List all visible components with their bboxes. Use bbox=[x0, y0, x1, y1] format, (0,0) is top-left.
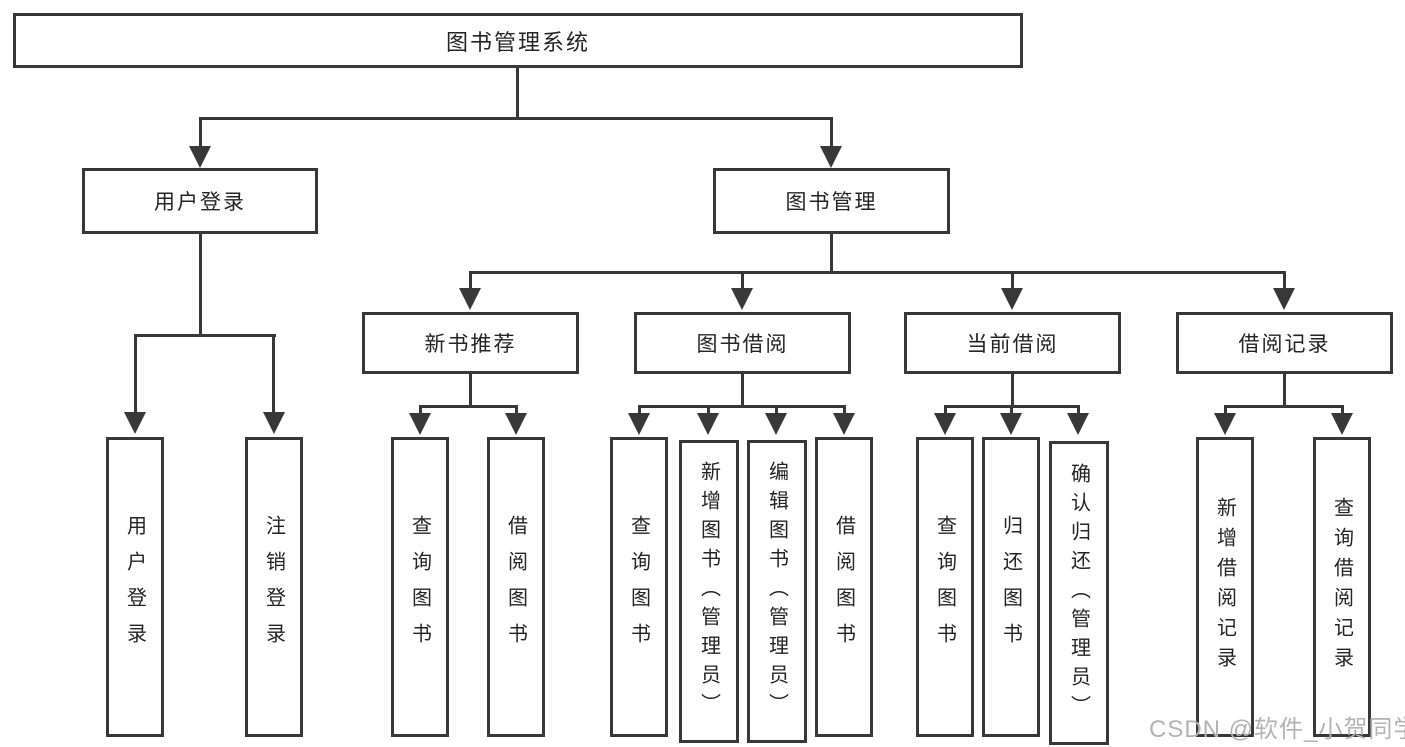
connector-shaft bbox=[1341, 405, 1344, 415]
connector-shaft bbox=[272, 334, 275, 415]
leaf-node-query-borrow-record: 查询借阅记录 bbox=[1313, 437, 1371, 737]
connector-shaft bbox=[707, 405, 710, 415]
arrowhead-icon bbox=[263, 412, 285, 434]
node-current-borrowing: 当前借阅 bbox=[904, 312, 1121, 374]
connector-shaft bbox=[1010, 405, 1013, 415]
leaf-node-user-login: 用户登录 bbox=[106, 437, 164, 737]
connector-shaft bbox=[741, 271, 744, 291]
branch-node-book-management: 图书管理 bbox=[713, 168, 950, 234]
node-borrowing-records: 借阅记录 bbox=[1176, 312, 1393, 374]
connector-bus bbox=[134, 334, 276, 337]
connector-shaft bbox=[1011, 271, 1014, 291]
node-new-book-recommendation: 新书推荐 bbox=[362, 312, 579, 374]
connector-shaft bbox=[515, 405, 518, 415]
branch-node-user-login: 用户登录 bbox=[82, 168, 318, 234]
leaf-node-query-books: 查询图书 bbox=[916, 437, 974, 737]
connector-shaft bbox=[944, 405, 947, 415]
connector-stem bbox=[1011, 372, 1014, 408]
connector-shaft bbox=[1283, 271, 1286, 291]
arrowhead-icon bbox=[505, 413, 527, 435]
connector-shaft bbox=[775, 405, 778, 415]
connector-shaft bbox=[469, 271, 472, 291]
arrowhead-icon bbox=[1331, 413, 1353, 435]
arrowhead-icon bbox=[409, 413, 431, 435]
connector-bus bbox=[1224, 405, 1344, 408]
connector-shaft bbox=[830, 117, 833, 148]
arrowhead-icon bbox=[189, 146, 211, 168]
arrowhead-icon bbox=[1001, 288, 1023, 310]
connector-shaft bbox=[199, 117, 202, 148]
leaf-node-logout: 注销登录 bbox=[245, 437, 303, 737]
arrowhead-icon bbox=[459, 288, 481, 310]
connector-bus bbox=[638, 405, 846, 408]
leaf-node-query-books: 查询图书 bbox=[391, 437, 449, 737]
arrowhead-icon bbox=[1214, 413, 1236, 435]
leaf-node-add-books-admin: 新增图书（管理员） bbox=[679, 440, 739, 743]
leaf-node-edit-books-admin: 编辑图书（管理员） bbox=[747, 440, 807, 743]
connector-shaft bbox=[1077, 405, 1080, 415]
leaf-node-borrow-books: 借阅图书 bbox=[487, 437, 545, 737]
arrowhead-icon bbox=[731, 288, 753, 310]
connector-stem bbox=[199, 233, 202, 335]
leaf-node-borrow-books: 借阅图书 bbox=[815, 437, 873, 737]
connector-stem bbox=[830, 233, 833, 274]
arrowhead-icon bbox=[1000, 413, 1022, 435]
arrowhead-icon bbox=[820, 146, 842, 168]
connector-root-stem bbox=[516, 66, 519, 118]
arrowhead-icon bbox=[1273, 288, 1295, 310]
arrowhead-icon bbox=[697, 413, 719, 435]
arrowhead-icon bbox=[124, 412, 146, 434]
connector-root-bus bbox=[199, 117, 833, 120]
arrowhead-icon bbox=[628, 413, 650, 435]
csdn-watermark: CSDN @软件_小贺同学 bbox=[1149, 716, 1405, 743]
connector-shaft bbox=[843, 405, 846, 415]
connector-bus bbox=[469, 271, 1286, 274]
leaf-node-return-books: 归还图书 bbox=[982, 437, 1040, 737]
connector-stem bbox=[469, 372, 472, 408]
arrowhead-icon bbox=[934, 413, 956, 435]
root-node-library-system: 图书管理系统 bbox=[13, 13, 1023, 68]
arrowhead-icon bbox=[765, 413, 787, 435]
connector-stem bbox=[1283, 372, 1286, 408]
leaf-node-query-books: 查询图书 bbox=[610, 437, 668, 737]
connector-shaft bbox=[1224, 405, 1227, 415]
connector-shaft bbox=[419, 405, 422, 415]
connector-bus bbox=[419, 405, 518, 408]
leaf-node-add-borrow-record: 新增借阅记录 bbox=[1196, 437, 1254, 737]
arrowhead-icon bbox=[1067, 413, 1089, 435]
connector-shaft bbox=[134, 334, 137, 415]
node-book-borrowing: 图书借阅 bbox=[634, 312, 851, 374]
arrowhead-icon bbox=[833, 413, 855, 435]
connector-shaft bbox=[638, 405, 641, 415]
leaf-node-confirm-return-admin: 确认归还（管理员） bbox=[1049, 441, 1109, 745]
connector-stem bbox=[741, 372, 744, 408]
